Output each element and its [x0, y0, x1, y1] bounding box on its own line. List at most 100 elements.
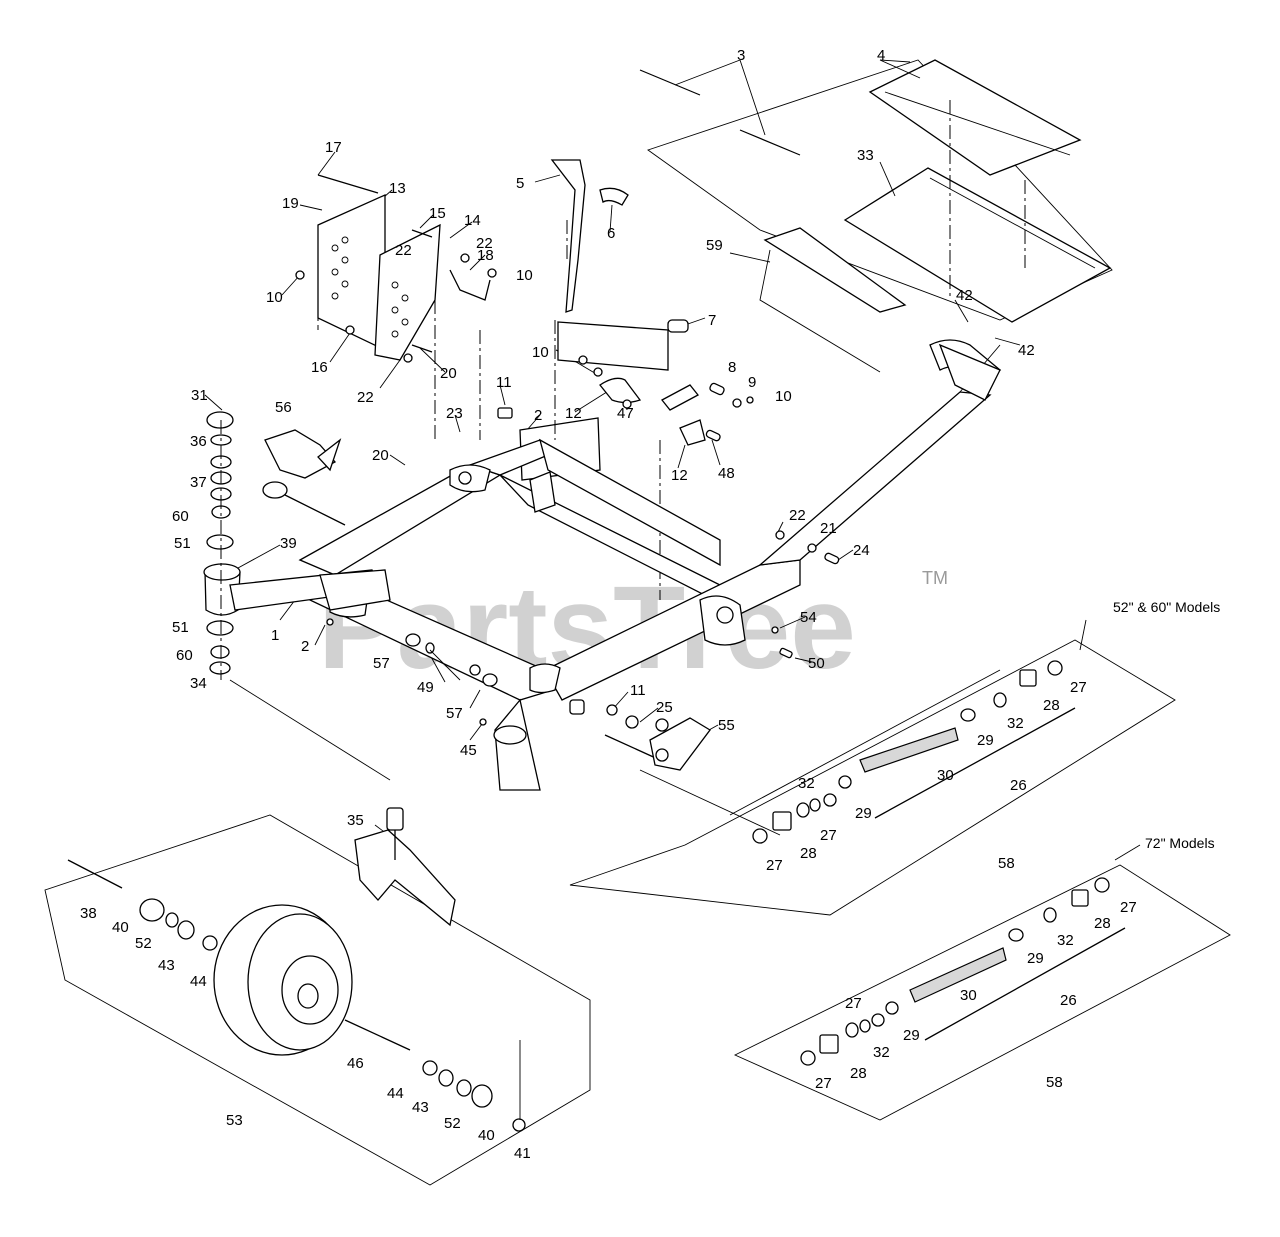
- callout-26: 26: [1010, 777, 1027, 794]
- callout-58: 58: [998, 855, 1015, 872]
- callout-29: 29: [977, 732, 994, 749]
- callout-43: 43: [412, 1099, 429, 1116]
- callout-8: 8: [728, 359, 736, 376]
- callout-51: 51: [172, 619, 189, 636]
- callout-28: 28: [1094, 915, 1111, 932]
- note-52-60-models: 52" & 60" Models: [1113, 599, 1220, 615]
- callout-25: 25: [656, 699, 673, 716]
- callout-44: 44: [190, 973, 207, 990]
- callout-40: 40: [478, 1127, 495, 1144]
- main-frame: [298, 343, 1001, 791]
- callout-33: 33: [857, 147, 874, 164]
- spring-kit-52-60: [569, 639, 1176, 916]
- callout-56: 56: [275, 399, 292, 416]
- callout-52: 52: [135, 935, 152, 952]
- callout-32: 32: [1057, 932, 1074, 949]
- callout-20: 20: [372, 447, 389, 464]
- callout-32: 32: [1007, 715, 1024, 732]
- callout-40: 40: [112, 919, 129, 936]
- callout-51: 51: [174, 535, 191, 552]
- callout-7: 7: [708, 312, 716, 329]
- callout-3: 3: [737, 47, 745, 64]
- callout-59: 59: [706, 237, 723, 254]
- seat-bracket-group: [295, 174, 497, 440]
- callout-22: 22: [395, 242, 412, 259]
- callout-53: 53: [226, 1112, 243, 1129]
- callout-20: 20: [440, 365, 457, 382]
- callout-11: 11: [630, 682, 646, 699]
- callout-13: 13: [389, 180, 406, 197]
- callout-34: 34: [190, 675, 207, 692]
- callout-37: 37: [190, 474, 207, 491]
- callout-39: 39: [280, 535, 297, 552]
- callout-23: 23: [446, 405, 463, 422]
- callout-2: 2: [301, 638, 309, 655]
- callout-48: 48: [718, 465, 735, 482]
- callout-28: 28: [850, 1065, 867, 1082]
- callout-32: 32: [798, 775, 815, 792]
- callout-27: 27: [815, 1075, 832, 1092]
- callout-18: 18: [477, 247, 494, 264]
- callout-38: 38: [80, 905, 97, 922]
- callout-21: 21: [820, 520, 837, 537]
- control-bracket-group: [497, 159, 754, 600]
- callout-60: 60: [172, 508, 189, 525]
- callout-30: 30: [937, 767, 954, 784]
- callout-5: 5: [516, 175, 524, 192]
- callout-55: 55: [718, 717, 735, 734]
- callout-28: 28: [800, 845, 817, 862]
- callout-41: 41: [514, 1145, 531, 1162]
- callout-27: 27: [1120, 899, 1137, 916]
- callout-9: 9: [748, 374, 756, 391]
- callout-12: 12: [671, 467, 688, 484]
- callout-10: 10: [516, 267, 533, 284]
- callout-16: 16: [311, 359, 328, 376]
- callout-28: 28: [1043, 697, 1060, 714]
- callout-27: 27: [820, 827, 837, 844]
- callout-32: 32: [873, 1044, 890, 1061]
- callout-57: 57: [446, 705, 463, 722]
- callout-47: 47: [617, 405, 634, 422]
- callout-15: 15: [429, 205, 446, 222]
- callout-57: 57: [373, 655, 390, 672]
- callout-58: 58: [1046, 1074, 1063, 1091]
- note-72-models: 72" Models: [1145, 835, 1215, 851]
- callout-60: 60: [176, 647, 193, 664]
- callout-29: 29: [903, 1027, 920, 1044]
- callout-10: 10: [775, 388, 792, 405]
- caster-assembly: [203, 411, 391, 781]
- callout-54: 54: [800, 609, 817, 626]
- callout-10: 10: [532, 344, 549, 361]
- callout-6: 6: [607, 225, 615, 242]
- callout-22: 22: [476, 235, 493, 252]
- callout-30: 30: [960, 987, 977, 1004]
- callout-10: 10: [266, 289, 283, 306]
- callout-43: 43: [158, 957, 175, 974]
- spring-kit-72: [733, 864, 1231, 1121]
- callout-1: 1: [271, 627, 279, 644]
- callout-49: 49: [417, 679, 434, 696]
- callout-36: 36: [190, 433, 207, 450]
- callout-52: 52: [444, 1115, 461, 1132]
- callout-46: 46: [347, 1055, 364, 1072]
- callout-44: 44: [387, 1085, 404, 1102]
- callout-29: 29: [855, 805, 872, 822]
- callout-31: 31: [191, 387, 208, 404]
- callout-12: 12: [565, 405, 582, 422]
- callout-27: 27: [1070, 679, 1087, 696]
- callout-22: 22: [357, 389, 374, 406]
- callout-42: 42: [956, 287, 973, 304]
- frame-hardware: [326, 530, 840, 836]
- callout-14: 14: [464, 212, 481, 229]
- callout-29: 29: [1027, 950, 1044, 967]
- callout-11: 11: [496, 374, 512, 391]
- callout-22: 22: [789, 507, 806, 524]
- callout-27: 27: [766, 857, 783, 874]
- callout-27: 27: [845, 995, 862, 1012]
- callout-17: 17: [325, 139, 342, 156]
- callout-19: 19: [282, 195, 299, 212]
- callout-35: 35: [347, 812, 364, 829]
- callout-4: 4: [877, 47, 885, 64]
- callout-26: 26: [1060, 992, 1077, 1009]
